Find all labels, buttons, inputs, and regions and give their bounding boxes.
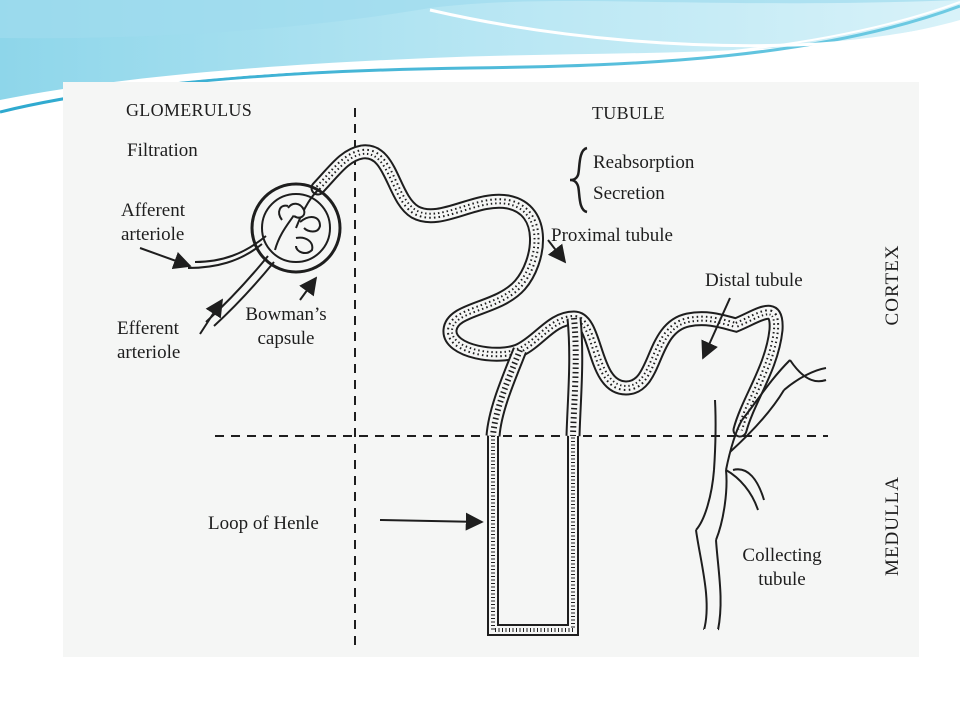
tubule-label: TUBULE — [592, 103, 665, 123]
proximal-tubule-label: Proximal tubule — [551, 225, 673, 246]
filtration-label: Filtration — [127, 140, 198, 161]
bowmans-capsule-label-line1: Bowman’s — [245, 304, 327, 325]
collecting-tubule-label-line1: Collecting — [742, 545, 822, 566]
efferent-arteriole-label-line2: arteriole — [117, 342, 181, 363]
loop-of-henle-label: Loop of Henle — [208, 513, 319, 534]
loop-of-henle — [487, 436, 579, 636]
glomerulus-capillaries — [274, 202, 322, 254]
collecting-tubule-label-line2: tubule — [758, 569, 806, 590]
arterioles — [187, 235, 275, 327]
proximal-stem — [485, 317, 584, 437]
slide-banner — [0, 0, 960, 114]
afferent-arteriole-label-line1: Afferent — [121, 200, 186, 221]
reabsorption-brace — [569, 146, 588, 214]
efferent-arteriole-label-line1: Efferent — [117, 318, 179, 339]
secretion-label: Secretion — [593, 183, 665, 204]
medulla-label: MEDULLA — [882, 476, 903, 576]
cortex-label: CORTEX — [882, 244, 903, 326]
distal-tubule-label: Distal tubule — [705, 270, 803, 291]
collecting-tubule-shape — [695, 359, 827, 631]
label-arrows — [139, 239, 731, 531]
glomerulus-label: GLOMERULUS — [126, 100, 253, 120]
reabsorption-label: Reabsorption — [593, 152, 695, 173]
bowmans-capsule-label-line2: capsule — [257, 328, 315, 349]
afferent-arteriole-label-line2: arteriole — [121, 224, 185, 245]
